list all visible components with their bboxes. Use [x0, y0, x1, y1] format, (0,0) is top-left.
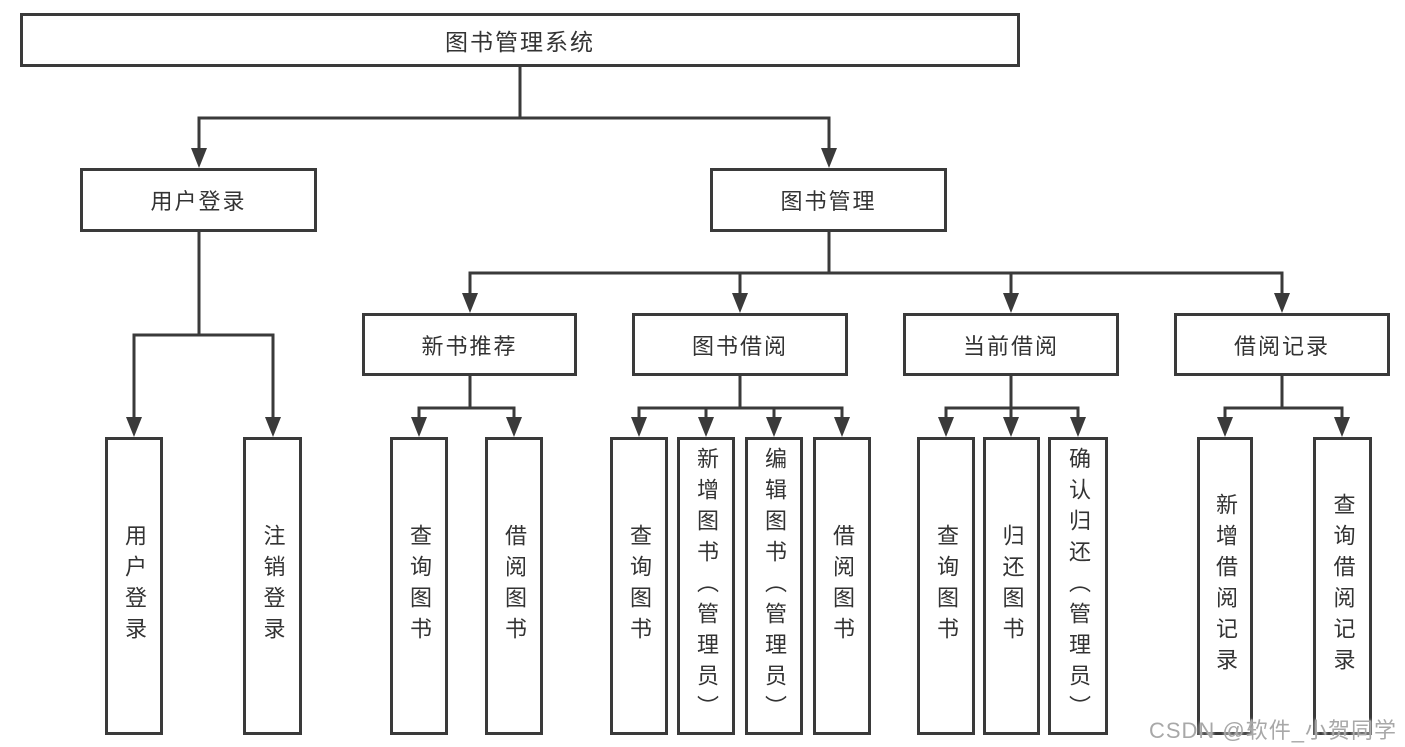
leaf-return-books: 归还图书 — [983, 437, 1040, 735]
leaf-logout: 注销登录 — [243, 437, 302, 735]
node-borrowing-records: 借阅记录 — [1174, 313, 1390, 376]
leaf-add-borrow-record: 新增借阅记录 — [1197, 437, 1253, 735]
leaf-current-query-books: 查询图书 — [917, 437, 975, 735]
node-new-book-recommend: 新书推荐 — [362, 313, 577, 376]
leaf-borrowing-query-books: 查询图书 — [610, 437, 668, 735]
leaf-borrowing-borrow-books: 借阅图书 — [813, 437, 871, 735]
leaf-query-borrow-record: 查询借阅记录 — [1313, 437, 1372, 735]
leaf-user-login: 用户登录 — [105, 437, 163, 735]
leaf-newbooks-borrow-books: 借阅图书 — [485, 437, 543, 735]
leaf-confirm-return-admin: 确认归还（管理员） — [1048, 437, 1108, 735]
node-library-management-system: 图书管理系统 — [20, 13, 1020, 67]
csdn-watermark: CSDN @软件_小贺同学 — [1148, 718, 1397, 743]
node-current-borrowing: 当前借阅 — [903, 313, 1119, 376]
node-book-management: 图书管理 — [710, 168, 947, 232]
node-user-login: 用户登录 — [80, 168, 317, 232]
leaf-add-books-admin: 新增图书（管理员） — [677, 437, 735, 735]
leaf-edit-books-admin: 编辑图书（管理员） — [745, 437, 803, 735]
node-book-borrowing: 图书借阅 — [632, 313, 848, 376]
leaf-newbooks-query-books: 查询图书 — [390, 437, 448, 735]
